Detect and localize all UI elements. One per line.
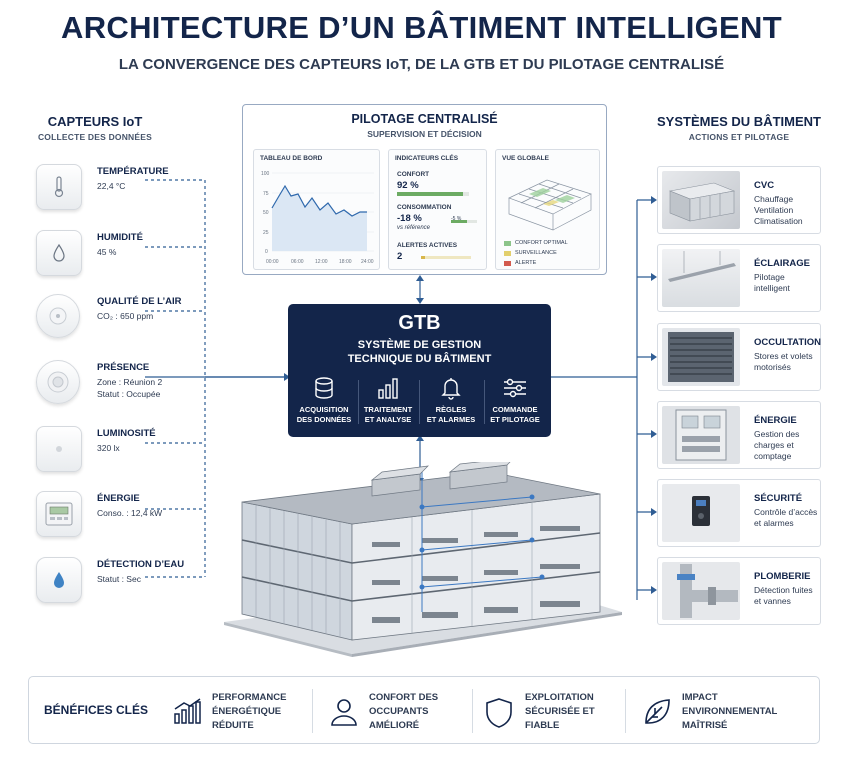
svg-text:0: 0 bbox=[265, 249, 268, 255]
sensor-humidity: HUMIDITÉ 45 % bbox=[36, 230, 236, 294]
confort-value: 92 % bbox=[397, 180, 419, 191]
systems-subtitle: ACTIONS ET PILOTAGE bbox=[688, 132, 790, 142]
svg-text:75: 75 bbox=[263, 191, 269, 197]
sensor-air-quality: QUALITÉ DE L’AIR CO₂ : 650 ppm bbox=[36, 294, 236, 358]
sensors-subtitle: COLLECTE DES DONNÉES bbox=[37, 132, 153, 142]
light-sensor-icon bbox=[36, 426, 82, 472]
gtb-title: GTB bbox=[398, 312, 441, 334]
conso-value: -18 % bbox=[397, 213, 422, 224]
bar-chart-icon bbox=[378, 378, 398, 399]
thermometer-icon bbox=[36, 164, 82, 210]
building-3d-icon bbox=[508, 179, 592, 231]
svg-text:25: 25 bbox=[263, 230, 269, 236]
alertes-value: 2 bbox=[397, 251, 403, 262]
system-eclairage: ÉCLAIRAGE Pilotage intelligent bbox=[657, 244, 821, 312]
electrical-panel-icon bbox=[662, 406, 740, 464]
building-illustration bbox=[224, 462, 622, 657]
bell-icon bbox=[441, 378, 461, 400]
confort-bar bbox=[397, 192, 469, 196]
motion-sensor-icon bbox=[36, 360, 80, 404]
growth-chart-icon bbox=[174, 698, 201, 724]
shield-icon bbox=[486, 698, 512, 728]
dashboard-chart: 100 75 50 25 0 00:00 06:00 12:00 18:00 2… bbox=[261, 171, 374, 265]
sensors-title: CAPTEURS IoT bbox=[47, 114, 143, 129]
systems-title: SYSTÈMES DU BÂTIMENT bbox=[657, 114, 821, 129]
hvac-unit-icon bbox=[662, 171, 740, 229]
droplet-icon bbox=[36, 230, 82, 276]
svg-text:00:00: 00:00 bbox=[266, 259, 279, 265]
svg-text:24:00: 24:00 bbox=[361, 259, 374, 265]
page-subtitle: LA CONVERGENCE DES CAPTEURS IoT, DE LA G… bbox=[118, 56, 725, 73]
sensor-temperature: TEMPÉRATURE 22,4 °C bbox=[36, 164, 236, 228]
database-icon bbox=[315, 377, 333, 399]
legend-item-confort: CONFORT OPTIMAL bbox=[504, 240, 568, 246]
energy-meter-icon bbox=[36, 491, 82, 537]
person-icon bbox=[331, 699, 357, 726]
dashboard-card: TABLEAU DE BORD 100 75 50 25 0 00:00 06:… bbox=[253, 149, 380, 270]
sensor-energy: ÉNERGIE Conso. : 12,4 kW bbox=[36, 491, 236, 555]
svg-text:18:00: 18:00 bbox=[339, 259, 352, 265]
water-drop-icon bbox=[36, 557, 82, 603]
system-cvc: CVC Chauffage Ventilation Climatisation bbox=[657, 166, 821, 234]
linear-light-icon bbox=[662, 249, 740, 307]
page-title: ARCHITECTURE D’UN BÂTIMENT INTELLIGENT bbox=[61, 10, 782, 45]
leaf-icon bbox=[645, 699, 670, 724]
sensor-luminosity: LUMINOSITÉ 320 lx bbox=[36, 426, 236, 490]
system-energie: ÉNERGIE Gestion des charges et comptage bbox=[657, 401, 821, 469]
pilotage-subtitle: SUPERVISION ET DÉCISION bbox=[367, 129, 482, 139]
air-sensor-icon bbox=[36, 294, 80, 338]
access-reader-icon bbox=[662, 484, 740, 542]
legend-item-alerte: ALERTE bbox=[504, 260, 536, 266]
system-securite: SÉCURITÉ Contrôle d’accès et alarmes bbox=[657, 479, 821, 547]
system-plomberie: PLOMBERIE Détection fuites et vannes bbox=[657, 557, 821, 625]
pilotage-title: PILOTAGE CENTRALISÉ bbox=[351, 112, 498, 126]
svg-text:100: 100 bbox=[261, 171, 270, 177]
pipe-valve-icon bbox=[662, 562, 740, 620]
pilotage-panel: PILOTAGE CENTRALISÉ SUPERVISION ET DÉCIS… bbox=[242, 104, 607, 275]
window-blind-icon bbox=[662, 328, 740, 386]
sensor-water-detection: DÉTECTION D’EAU Statut : Sec bbox=[36, 557, 236, 621]
system-occultation: OCCULTATION Stores et volets motorisés bbox=[657, 323, 821, 391]
svg-text:50: 50 bbox=[263, 210, 269, 216]
sliders-icon bbox=[504, 378, 526, 398]
svg-text:12:00: 12:00 bbox=[315, 259, 328, 265]
legend-item-surveillance: SURVEILLANCE bbox=[504, 250, 557, 256]
global-view-card: VUE GLOBALE CONFORT OPTIMAL SURVEILLANCE… bbox=[495, 149, 600, 270]
benefits-title: BÉNÉFICES CLÉS bbox=[44, 703, 149, 717]
kpi-card: INDICATEURS CLÉS CONFORT 92 % CONSOMMATI… bbox=[388, 149, 487, 270]
svg-text:06:00: 06:00 bbox=[291, 259, 304, 265]
